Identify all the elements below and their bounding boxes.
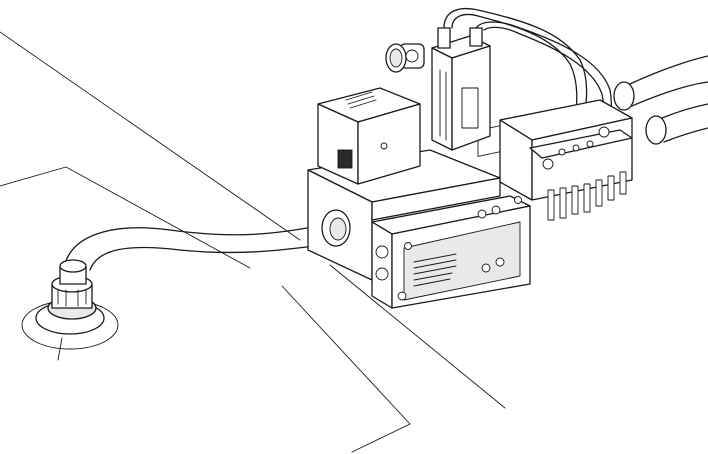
ejector-manifold: [499, 99, 633, 221]
pressure-switch: [371, 122, 531, 309]
cable-connector: [385, 43, 407, 73]
vacuum-hose: [63, 223, 331, 271]
display-module: [317, 87, 421, 185]
label-plate: [413, 253, 457, 287]
vent-slots: [345, 91, 377, 109]
supply-fittings: [613, 55, 708, 145]
cooling-fins: [547, 171, 627, 221]
suction-cup: [21, 259, 119, 361]
surface-outline: [0, 31, 506, 453]
valve-assembly: [399, 27, 491, 151]
